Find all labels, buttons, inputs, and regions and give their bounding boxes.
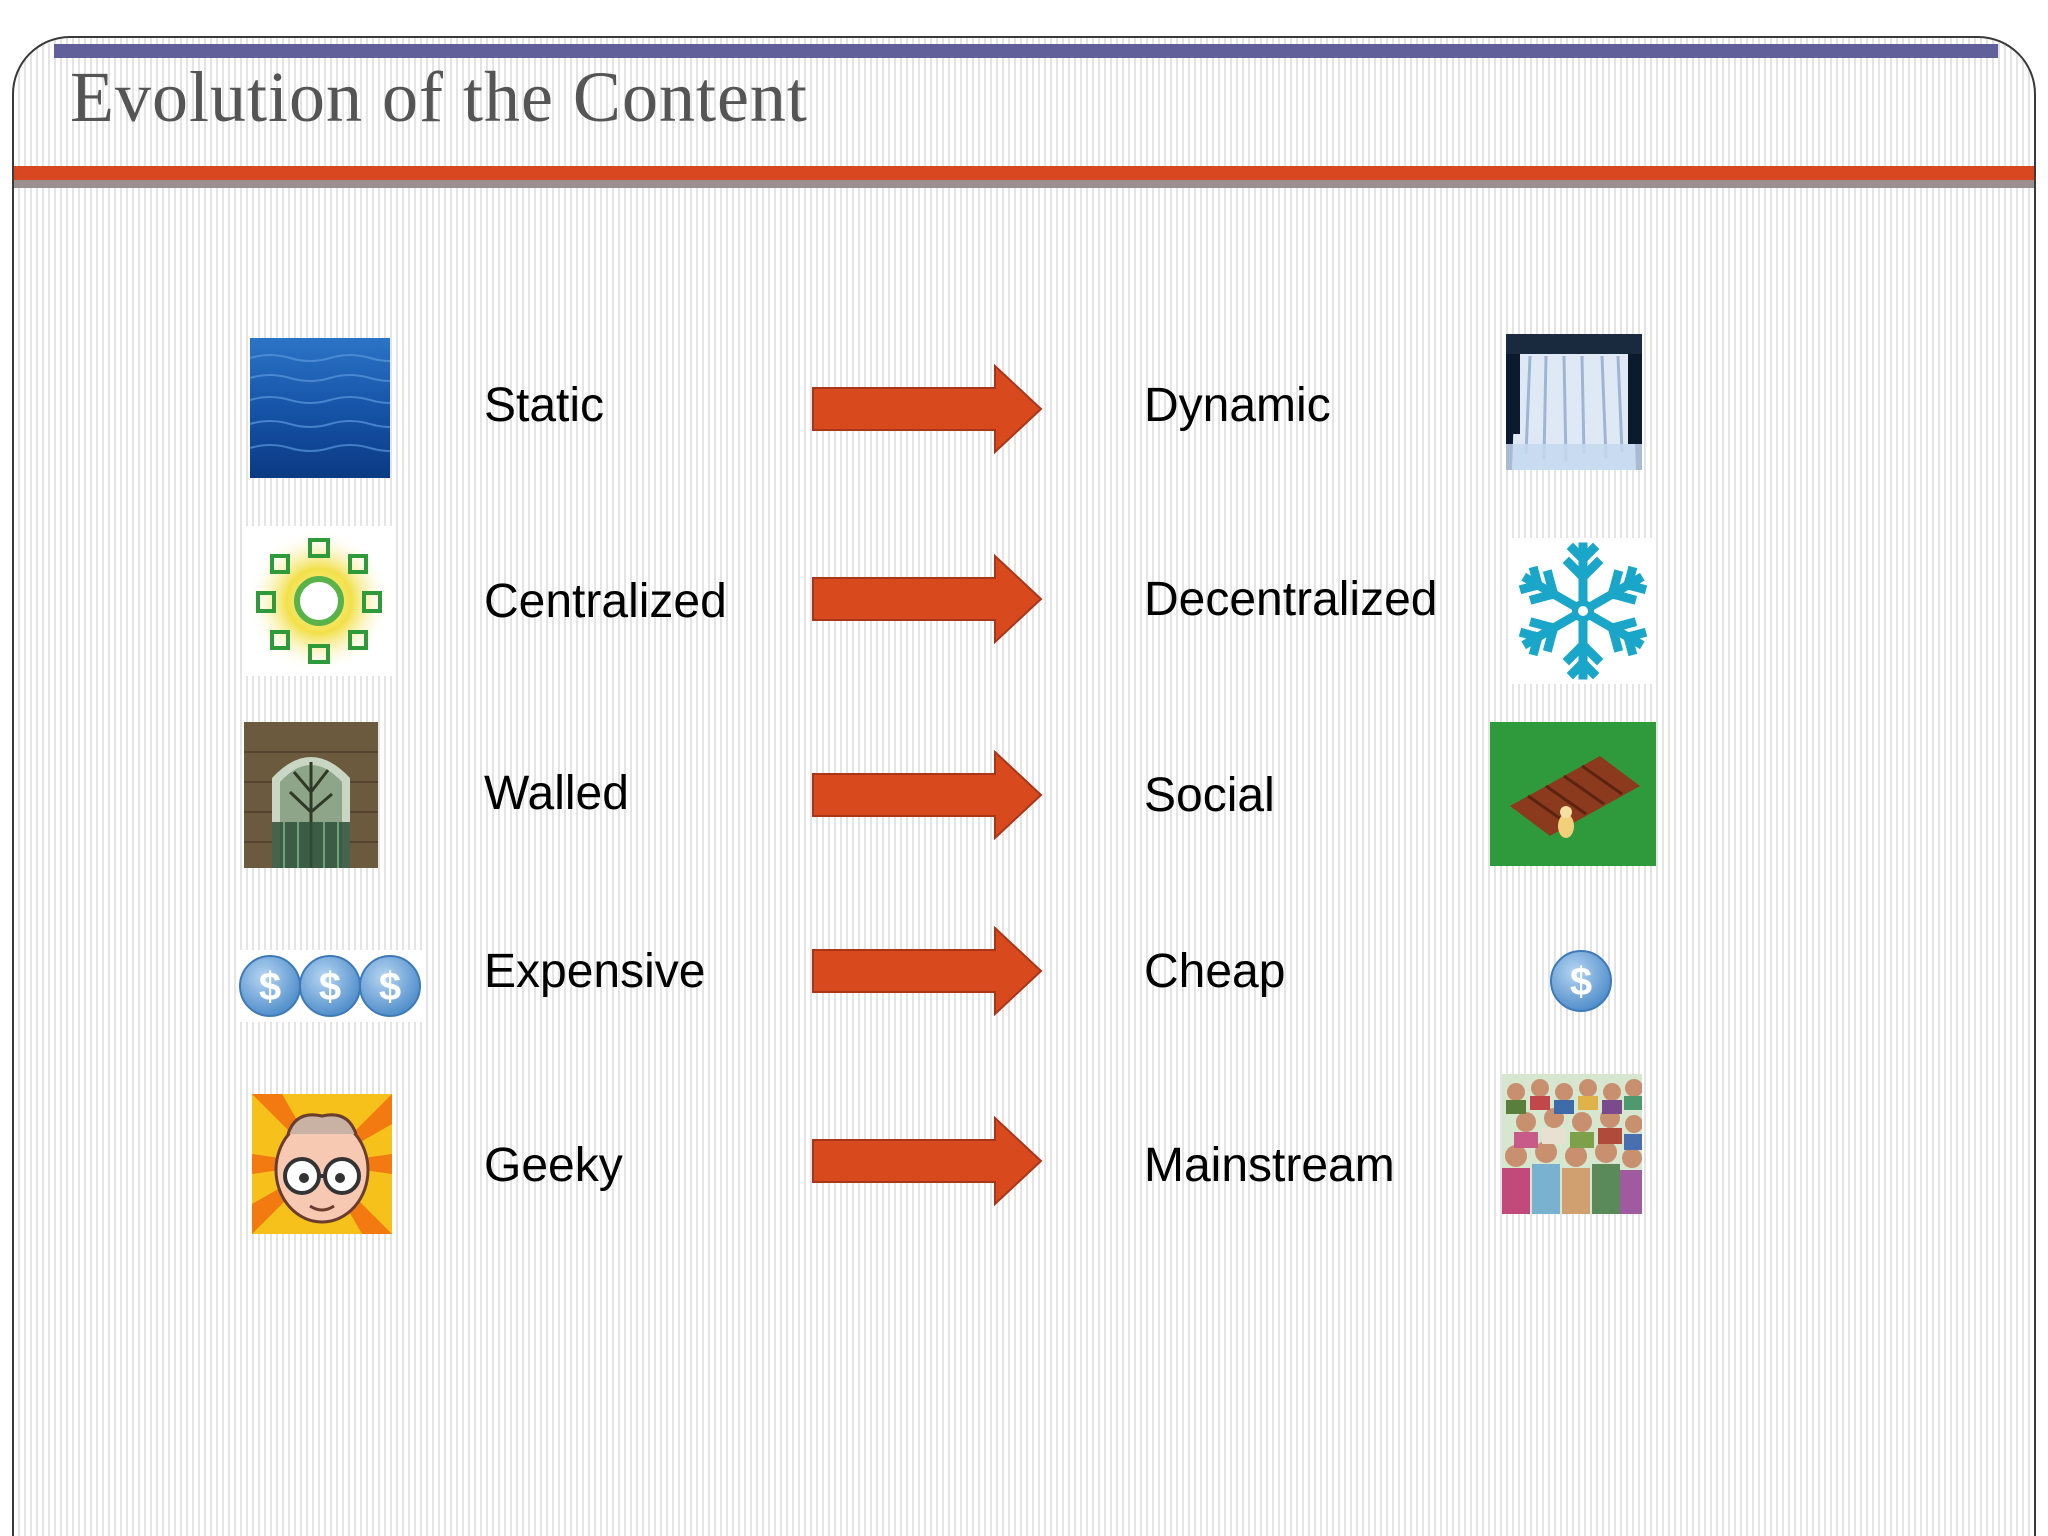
snowflake-icon — [1510, 538, 1656, 684]
arrow-right-icon — [812, 926, 1043, 1016]
water-icon — [250, 338, 390, 478]
slide: Evolution of the Content Static — [12, 36, 2036, 1536]
waterfall-icon — [1506, 334, 1642, 470]
header-divider — [14, 166, 2034, 180]
slide-title: Evolution of the Content — [70, 57, 808, 137]
arrow-right-icon — [812, 750, 1043, 840]
centralized-network-icon — [244, 526, 394, 676]
three-coins-icon: $ $ $ — [238, 950, 424, 1022]
row-3-to-label: Social — [1144, 769, 1275, 822]
header-divider-shadow — [14, 180, 2034, 188]
arrow-right-icon — [812, 364, 1043, 454]
single-coin-icon: $ — [1548, 948, 1614, 1014]
svg-text:$: $ — [319, 965, 341, 1009]
crowd-icon — [1502, 1074, 1642, 1214]
arrow-right-icon — [812, 1116, 1043, 1206]
farm-plot-icon — [1490, 722, 1656, 866]
title-accent-bar — [54, 44, 1998, 58]
row-2-from-label: Centralized — [484, 575, 727, 628]
row-5-to-label: Mainstream — [1144, 1139, 1395, 1192]
walled-gate-icon — [244, 722, 378, 868]
svg-text:$: $ — [379, 965, 401, 1009]
arrow-right-icon — [812, 554, 1043, 644]
row-1-from-label: Static — [484, 379, 605, 432]
svg-text:$: $ — [1570, 960, 1592, 1004]
row-4-from-label: Expensive — [484, 945, 706, 998]
row-1-to-label: Dynamic — [1144, 379, 1331, 432]
svg-text:$: $ — [259, 965, 281, 1009]
row-4-to-label: Cheap — [1144, 945, 1286, 998]
row-3-from-label: Walled — [484, 767, 629, 820]
row-5-from-label: Geeky — [484, 1139, 623, 1192]
row-2-to-label: Decentralized — [1144, 573, 1438, 626]
geek-face-icon — [252, 1094, 392, 1234]
